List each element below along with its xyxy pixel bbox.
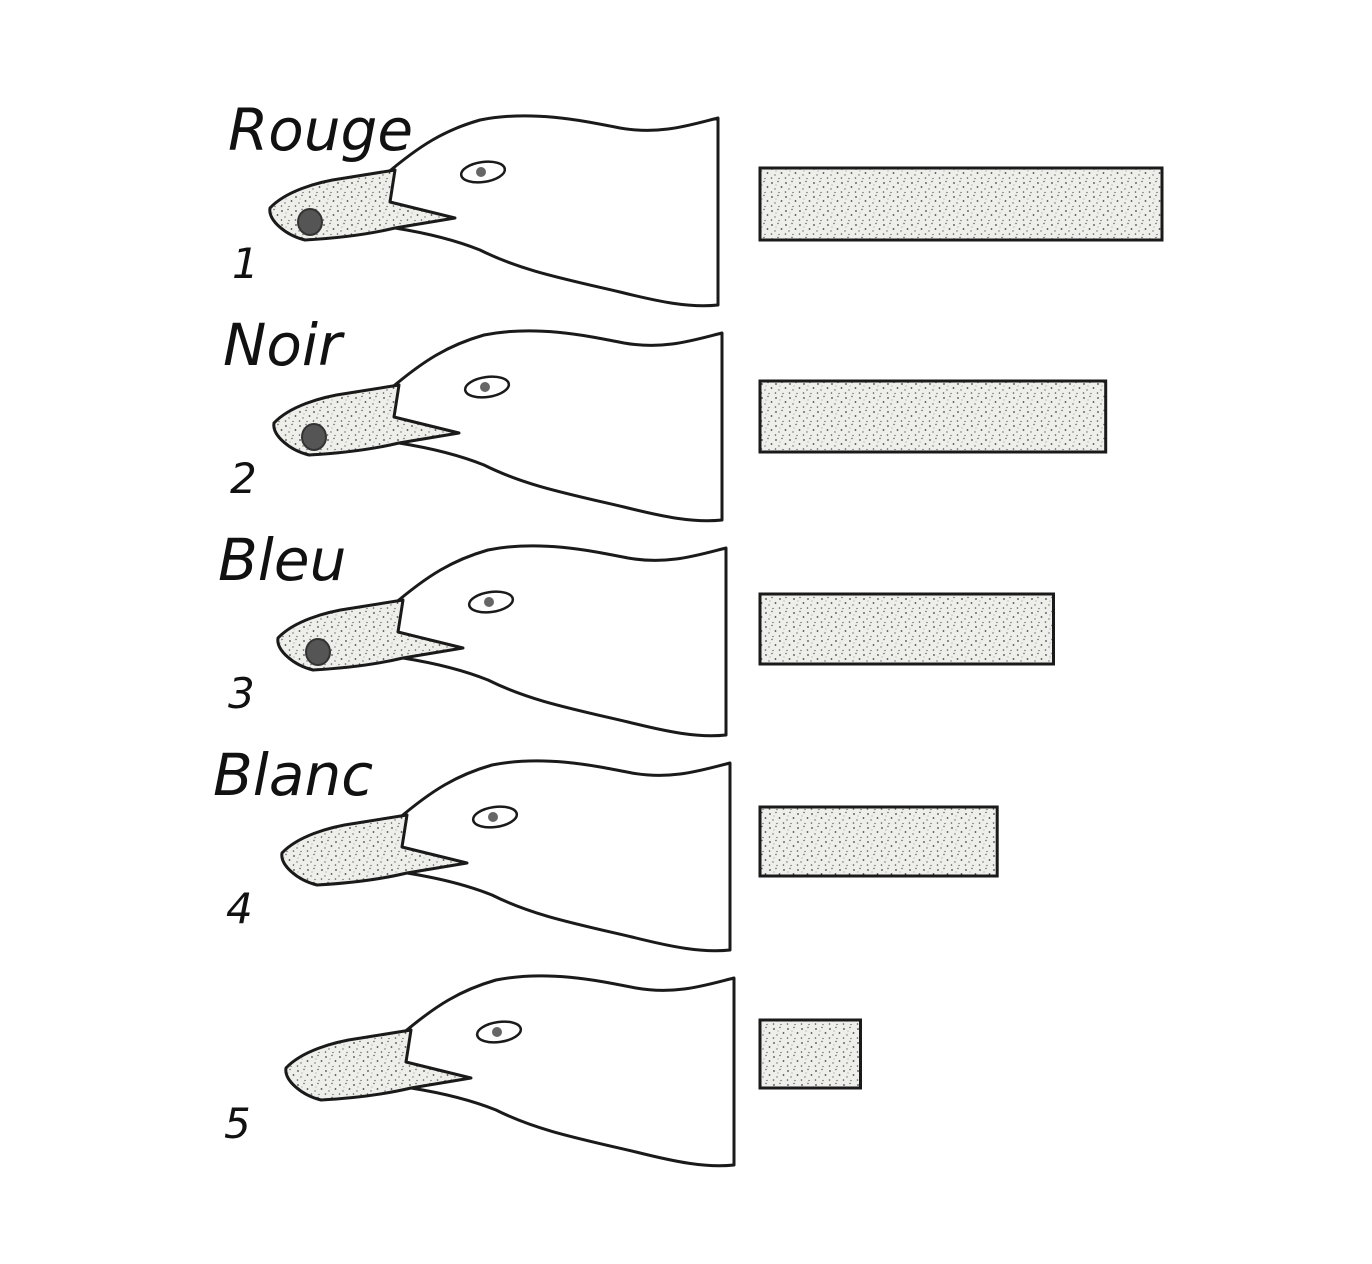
chart-row: 5 bbox=[224, 974, 862, 1168]
chart-row: Rouge 1 bbox=[228, 96, 1164, 308]
response-bar bbox=[758, 592, 1055, 666]
gull-head-outline bbox=[383, 114, 720, 308]
gull-eye bbox=[471, 805, 519, 829]
gull-eye bbox=[459, 160, 507, 184]
gull-head-outline bbox=[399, 974, 736, 1168]
beak-colour-label: Noir bbox=[223, 311, 345, 379]
row-number: 4 bbox=[226, 884, 253, 933]
gull-head-outline bbox=[387, 329, 724, 523]
gull-eye bbox=[463, 375, 511, 399]
beak-colour-label: Blanc bbox=[213, 741, 373, 809]
gull-pupil bbox=[492, 1027, 502, 1037]
gull-pupil bbox=[484, 597, 494, 607]
gull-pupil bbox=[476, 167, 486, 177]
gull-pupil bbox=[488, 812, 498, 822]
gull-eye bbox=[475, 1020, 523, 1044]
gull-eye bbox=[467, 590, 515, 614]
response-bar bbox=[758, 379, 1108, 454]
beak-colour-label: Rouge bbox=[228, 96, 413, 164]
beak-spot bbox=[305, 638, 331, 666]
response-bar bbox=[758, 805, 999, 878]
gull-head-outline bbox=[391, 544, 728, 738]
row-number: 5 bbox=[224, 1099, 251, 1148]
row-number: 1 bbox=[232, 239, 259, 288]
beak-spot bbox=[297, 208, 323, 236]
chart-row: Blanc 4 bbox=[213, 741, 999, 953]
gull-head-outline bbox=[395, 759, 732, 953]
response-bar bbox=[758, 1018, 862, 1090]
response-bar bbox=[758, 166, 1164, 242]
beak-colour-label: Bleu bbox=[218, 526, 346, 594]
beak-spot bbox=[301, 423, 327, 451]
gull-beak bbox=[280, 813, 469, 887]
gull-beak bbox=[284, 1028, 473, 1102]
row-number: 3 bbox=[228, 669, 255, 718]
gull-beak bbox=[268, 168, 457, 242]
row-number: 2 bbox=[230, 454, 257, 503]
gull-beak bbox=[272, 383, 461, 457]
chart-row: Noir 2 bbox=[223, 311, 1108, 523]
chart-row: Bleu 3 bbox=[218, 526, 1055, 738]
gull-beak bbox=[276, 598, 465, 672]
gull-pupil bbox=[480, 382, 490, 392]
